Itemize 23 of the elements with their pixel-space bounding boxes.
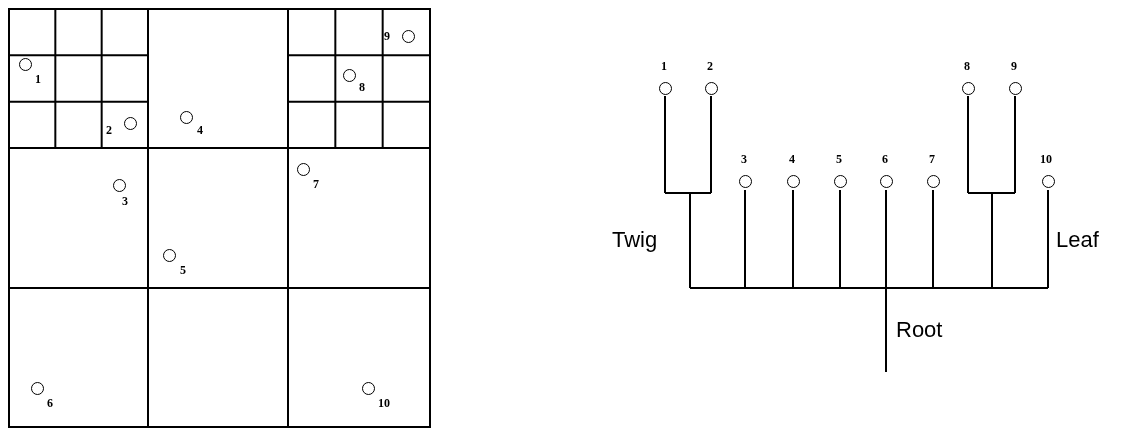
tree-part-label: Root [896,318,943,342]
point-number: 8 [359,81,365,93]
point-number: 1 [661,60,667,72]
point-number: 9 [1011,60,1017,72]
point-number: 5 [180,264,186,276]
point-number: 7 [929,153,935,165]
point-number: 3 [122,195,128,207]
point-number: 6 [882,153,888,165]
point-number: 5 [836,153,842,165]
point-number: 4 [789,153,795,165]
point-number: 9 [384,30,390,42]
tree-part-label: Twig [612,228,658,252]
tree-part-label: Leaf [1056,228,1099,252]
point-number: 2 [707,60,713,72]
point-number: 1 [35,73,41,85]
point-number: 6 [47,397,53,409]
point-number: 4 [197,124,203,136]
point-number: 10 [1040,153,1052,165]
point-number: 3 [741,153,747,165]
point-number: 10 [378,397,390,409]
point-number: 8 [964,60,970,72]
point-number: 2 [106,124,112,136]
point-number: 7 [313,178,319,190]
